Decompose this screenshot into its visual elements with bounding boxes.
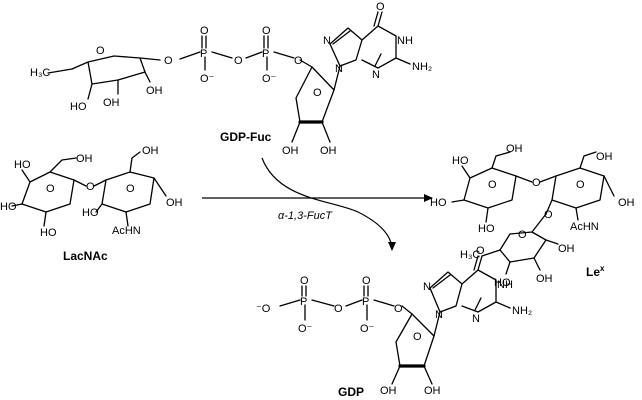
gdp-fuc-nh2: NH₂ <box>412 61 432 73</box>
gdp-fuc-n3: N <box>372 69 380 81</box>
gdp-fuc-p2-o-minus: O⁻ <box>262 73 277 85</box>
gdp-fuc-fuc-ho: HO <box>70 101 87 113</box>
gdp-p1-o: O <box>300 275 309 287</box>
gdp-fuc-fuc-oh-2: OH <box>146 85 163 97</box>
gdp-p1-o-minus: O⁻ <box>298 323 313 335</box>
lex-structure <box>451 151 615 275</box>
lex-acnh: AcHN <box>570 221 599 233</box>
lacnac-gal-ho-4: HO <box>14 159 31 171</box>
gdp-fuc-n1h: NH <box>397 35 413 47</box>
gdp-fuc-o-5prime: O <box>294 55 303 67</box>
gdp-fuc-o6: O <box>376 1 385 13</box>
lex-fuc-oh-1: OH <box>536 273 553 285</box>
gdp-o6: O <box>476 245 485 257</box>
lex-o-link: O <box>532 177 541 189</box>
gdp-n9: N <box>435 309 443 321</box>
gdp-fuc-structure <box>47 11 411 143</box>
reaction-arrows <box>202 157 433 251</box>
gdp-n3: N <box>472 313 480 325</box>
lex-oh-anomeric: OH <box>618 197 635 209</box>
gdp-fuc-fuc-ring-o: O <box>96 45 105 57</box>
gdp-fuc-ribose-oh-2: OH <box>320 145 337 157</box>
gdp-fuc-ribose-o: O <box>313 87 322 99</box>
gdp-o-5prime: O <box>394 303 403 315</box>
lacnac-o-link: O <box>86 181 95 193</box>
lex-label-main: Le <box>586 265 600 279</box>
lex-gal-ho-2: HO <box>478 223 495 235</box>
gdp-minus-o: ⁻O <box>256 303 271 315</box>
gdp-fuc-n9: N <box>335 63 343 75</box>
lex-gal-ho-3: HO <box>430 197 447 209</box>
gdp-ribose-oh-2: OH <box>424 385 441 397</box>
lex-glcnac-oh-6: OH <box>596 151 613 163</box>
lacnac-glcnac-ring-o: O <box>126 183 135 195</box>
gdp-fuc-ribose-oh-1: OH <box>282 145 299 157</box>
gdp-p1: P <box>300 296 307 308</box>
gdp-structure <box>279 255 511 385</box>
gdp-ribose-o: O <box>413 331 422 343</box>
gdp-fuc-h3c: H₃C <box>30 67 50 79</box>
lacnac-gal-ho-3: HO <box>0 201 17 213</box>
gdp-fuc-n7: N <box>323 35 331 47</box>
lex-h3c: H₃C <box>460 249 480 261</box>
lex-fuc-oh-2: OH <box>558 243 575 255</box>
lex-label-sup: x <box>600 264 605 273</box>
lacnac-gal-ho-2: HO <box>40 227 57 239</box>
gdp-fuc-o-bridge: O <box>234 55 243 67</box>
lex-gal-ring-o: O <box>488 179 497 191</box>
gdp-fuc-p1-o-minus: O⁻ <box>200 73 215 85</box>
gdp-fuc-o-anomeric: O <box>164 55 173 67</box>
gdp-p2: P <box>362 296 369 308</box>
lacnac-oh-anomeric: OH <box>166 197 183 209</box>
lacnac-structure <box>11 151 167 227</box>
gdp-fuc-p2: P <box>262 48 269 60</box>
lex-fuc-ho: HO <box>494 277 511 289</box>
lex-label: Lex <box>586 264 605 279</box>
lex-gal-oh-6: OH <box>506 143 523 155</box>
gdp-fuc-fuc-oh-1: OH <box>103 97 120 109</box>
lacnac-glcnac-ho-3: HO <box>82 207 99 219</box>
gdp-label: GDP <box>338 385 364 399</box>
lacnac-acnh: AcHN <box>112 225 141 237</box>
gdp-n7: N <box>423 281 431 293</box>
lex-o-fuc-link: O <box>544 209 553 221</box>
lex-fuc-ring-o: O <box>518 229 527 241</box>
gdp-p2-o: O <box>362 275 371 287</box>
lacnac-gal-oh-6: OH <box>76 153 93 165</box>
curved-arrow <box>261 157 396 251</box>
lacnac-glcnac-oh-6: OH <box>142 145 159 157</box>
lacnac-label: LacNAc <box>63 249 108 263</box>
gdp-o-bridge: O <box>334 303 343 315</box>
gdp-fuc-p2-o: O <box>262 25 271 37</box>
lacnac-gal-ring-o: O <box>46 183 55 195</box>
enzyme-label: α-1,3-FucT <box>278 210 333 222</box>
gdp-nh2: NH₂ <box>512 305 532 317</box>
lex-gal-ho-4: HO <box>452 155 469 167</box>
gdp-n1h: NH <box>497 279 513 291</box>
gdp-fuc-p1-o: O <box>200 25 209 37</box>
gdp-p2-o-minus: O⁻ <box>360 323 375 335</box>
gdp-fuc-label: GDP-Fuc <box>220 130 272 144</box>
gdp-fuc-p1: P <box>200 48 207 60</box>
gdp-ribose-oh-1: OH <box>380 385 397 397</box>
lex-glcnac-ring-o: O <box>576 179 585 191</box>
